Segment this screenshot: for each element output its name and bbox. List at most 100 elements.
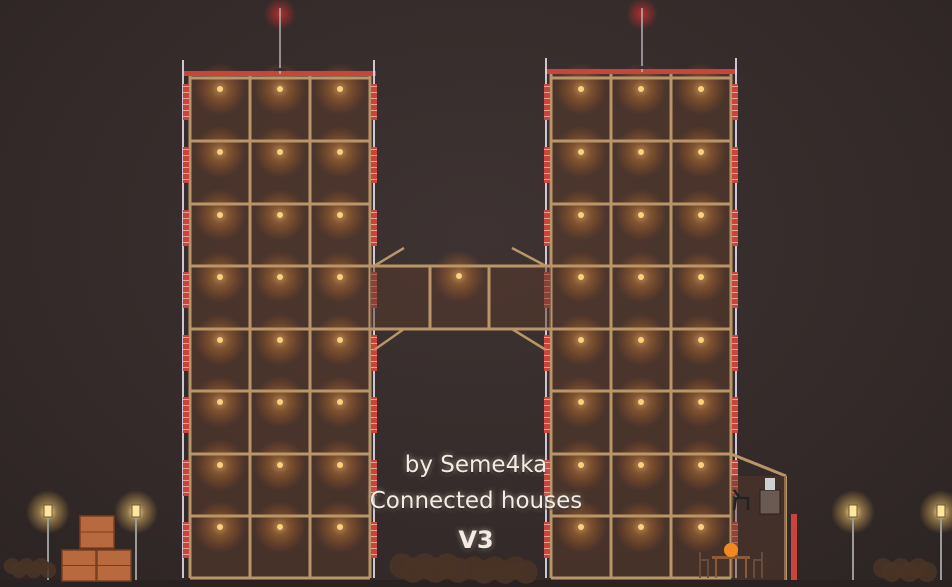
brick-line — [732, 98, 738, 99]
brick-line — [544, 417, 550, 418]
brick-line — [371, 554, 377, 555]
brick-line — [371, 468, 377, 469]
side-rail — [735, 58, 737, 578]
brick-line — [732, 361, 738, 362]
wall-bricks — [732, 335, 738, 371]
room-bulb — [578, 462, 584, 468]
bush-icon — [389, 553, 471, 583]
brick-line — [371, 462, 377, 463]
room-bulb — [337, 399, 343, 405]
room-bulb — [337, 86, 343, 92]
wall-bricks — [544, 210, 550, 246]
brick-line — [371, 524, 377, 525]
brick-line — [371, 542, 377, 543]
brick-line — [183, 405, 189, 406]
brick-line — [732, 417, 738, 418]
brick-line — [371, 337, 377, 338]
brick-line — [544, 155, 550, 156]
brick-line — [732, 429, 738, 430]
wall-bricks — [544, 84, 550, 120]
brick-line — [732, 468, 738, 469]
brick-line — [183, 242, 189, 243]
room-bulb — [638, 337, 644, 343]
brick-line — [732, 173, 738, 174]
room-bulb — [638, 212, 644, 218]
wall-bricks — [183, 522, 189, 558]
brick-line — [544, 468, 550, 469]
room-bulb — [277, 212, 283, 218]
brick-line — [371, 361, 377, 362]
chair-icon — [753, 552, 763, 578]
brick-line — [544, 355, 550, 356]
brick-line — [544, 429, 550, 430]
brick-line — [732, 274, 738, 275]
brick-line — [732, 179, 738, 180]
brick-line — [544, 367, 550, 368]
brick-line — [544, 116, 550, 117]
lamp-icon — [848, 504, 858, 518]
brick-line — [544, 167, 550, 168]
wall-bricks — [371, 210, 377, 246]
brick-line — [732, 149, 738, 150]
wall-bricks — [732, 397, 738, 433]
brick-line — [183, 161, 189, 162]
brick-line — [544, 462, 550, 463]
lamp-pole — [940, 512, 942, 580]
room-bulb — [698, 462, 704, 468]
brick-line — [544, 179, 550, 180]
wall-bricks — [544, 335, 550, 371]
brick-line — [371, 179, 377, 180]
chair-icon — [699, 552, 709, 578]
pumpkin-icon — [724, 543, 738, 557]
brick-line — [732, 104, 738, 105]
bush-leaf — [39, 561, 57, 579]
brick-line — [544, 536, 550, 537]
brick-line — [371, 423, 377, 424]
brick-line — [371, 417, 377, 418]
brick-line — [371, 230, 377, 231]
brick-line — [732, 161, 738, 162]
brick-line — [732, 280, 738, 281]
brick-line — [371, 486, 377, 487]
brick-line — [732, 116, 738, 117]
brick-line — [371, 242, 377, 243]
brick-line — [732, 349, 738, 350]
bridge-brace — [511, 246, 547, 268]
bush-leaf — [514, 560, 538, 584]
brick-line — [183, 298, 189, 299]
room-bulb — [638, 274, 644, 280]
wall-post — [609, 72, 613, 578]
wall-bricks — [183, 210, 189, 246]
brick-line — [732, 92, 738, 93]
brick-line — [371, 429, 377, 430]
room-bulb — [337, 462, 343, 468]
brick-line — [732, 304, 738, 305]
floor-beam — [190, 452, 370, 456]
room-bulb — [698, 86, 704, 92]
table-icon — [712, 556, 750, 559]
floor-beam — [551, 452, 731, 456]
brick-line — [183, 468, 189, 469]
brick-line — [371, 167, 377, 168]
room-bulb — [277, 149, 283, 155]
antenna-base — [636, 66, 648, 69]
wall-bricks — [732, 522, 738, 558]
bridge-brace — [511, 327, 547, 352]
room-bulb — [638, 462, 644, 468]
room-bulb — [217, 524, 223, 530]
room-bulb — [578, 212, 584, 218]
floor-beam — [190, 76, 370, 80]
annex-roof — [730, 452, 787, 478]
wall-bricks — [732, 272, 738, 308]
brick-line — [371, 161, 377, 162]
floor-beam — [190, 389, 370, 393]
brick-line — [732, 212, 738, 213]
floor-beam — [551, 327, 731, 331]
room-bulb — [277, 462, 283, 468]
lamp-icon — [936, 504, 946, 518]
room-bulb — [578, 274, 584, 280]
bridge-brace — [373, 246, 405, 268]
brick-line — [732, 236, 738, 237]
room-bulb — [277, 399, 283, 405]
lamp-icon — [43, 504, 53, 518]
